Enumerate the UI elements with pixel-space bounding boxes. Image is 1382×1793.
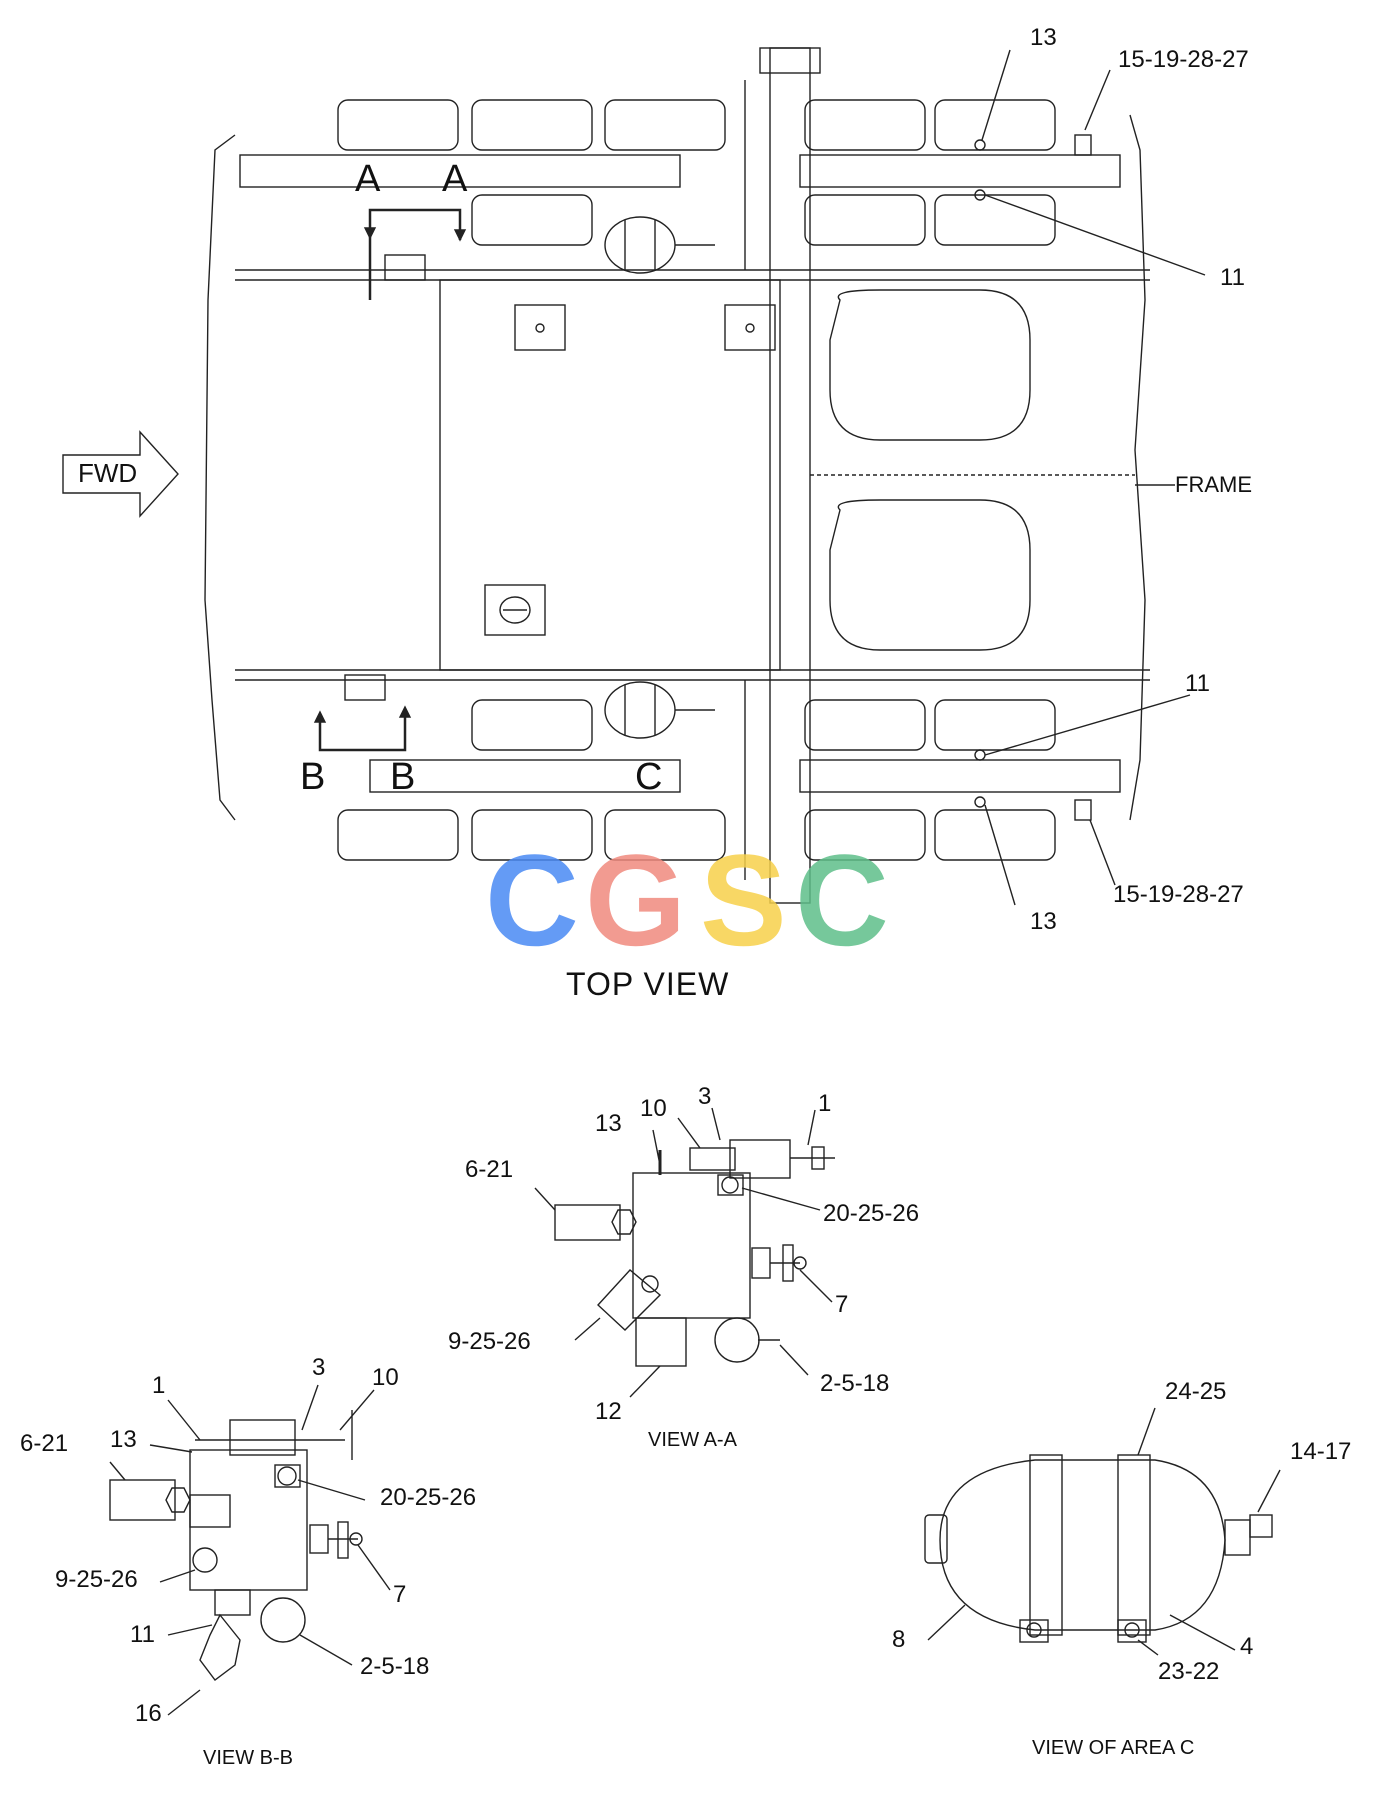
fwd-label: FWD: [78, 458, 138, 488]
watermark-letter-c2: C: [795, 827, 889, 973]
callout-aa-3: 3: [698, 1083, 712, 1110]
view-bb-drawing: [109, 1384, 391, 1716]
callout-aa-20-25-26: 20-25-26: [823, 1200, 920, 1227]
callout-11-top: 11: [1220, 264, 1245, 291]
callout-bb-16: 16: [135, 1700, 162, 1727]
callout-c-14-17: 14-17: [1290, 1438, 1352, 1465]
top-view-title: TOP VIEW: [566, 966, 730, 1002]
callout-bb-7: 7: [393, 1581, 407, 1608]
callout-bb-1: 1: [152, 1372, 166, 1399]
watermark-letter-s: S: [700, 827, 787, 973]
callout-aa-7: 7: [835, 1291, 849, 1318]
section-marker-a-left: A: [355, 158, 381, 200]
view-c-caption: VIEW OF AREA C: [1032, 1737, 1195, 1759]
callout-c-23-22: 23-22: [1158, 1658, 1220, 1685]
watermark-letter-c1: C: [485, 827, 579, 973]
callout-aa-1: 1: [818, 1090, 832, 1117]
callout-aa-2-5-18: 2-5-18: [820, 1370, 890, 1397]
callout-13-bottom: 13: [1030, 908, 1057, 935]
callout-13-top: 13: [1030, 24, 1057, 51]
callout-bb-10: 10: [372, 1364, 399, 1391]
section-marker-b-left: B: [300, 756, 326, 798]
view-c-drawing: [924, 1407, 1281, 1656]
callout-c-24-25: 24-25: [1165, 1378, 1227, 1405]
fwd-arrow: [62, 430, 179, 518]
callout-c-8: 8: [892, 1626, 906, 1653]
section-marker-c: C: [635, 756, 663, 798]
callout-aa-10: 10: [640, 1095, 667, 1122]
callout-15-19-28-27-top: 15-19-28-27: [1118, 46, 1249, 73]
callout-bb-9-25-26: 9-25-26: [55, 1566, 138, 1593]
top-view-drawing: [204, 47, 1206, 906]
callout-aa-13: 13: [595, 1110, 622, 1137]
frame-label: FRAME: [1175, 472, 1252, 497]
section-marker-b-right: B: [390, 756, 416, 798]
section-marker-a-right: A: [442, 158, 468, 200]
callout-15-19-28-27-bottom: 15-19-28-27: [1113, 881, 1244, 908]
watermark-letter-g: G: [585, 827, 687, 973]
view-aa-caption: VIEW A-A: [648, 1429, 737, 1451]
view-aa-drawing: [534, 1107, 835, 1398]
callout-bb-11: 11: [130, 1621, 155, 1648]
callout-aa-6-21: 6-21: [465, 1156, 514, 1183]
view-bb-caption: VIEW B-B: [203, 1747, 294, 1769]
callout-aa-12: 12: [595, 1398, 622, 1425]
callout-bb-3: 3: [312, 1354, 326, 1381]
callout-bb-20-25-26: 20-25-26: [380, 1484, 477, 1511]
callout-11-bottom: 11: [1185, 670, 1210, 697]
callout-bb-13: 13: [110, 1426, 137, 1453]
callout-c-4: 4: [1240, 1633, 1254, 1660]
callout-bb-2-5-18: 2-5-18: [360, 1653, 430, 1680]
callout-bb-6-21: 6-21: [20, 1430, 69, 1457]
callout-aa-9-25-26: 9-25-26: [448, 1328, 531, 1355]
